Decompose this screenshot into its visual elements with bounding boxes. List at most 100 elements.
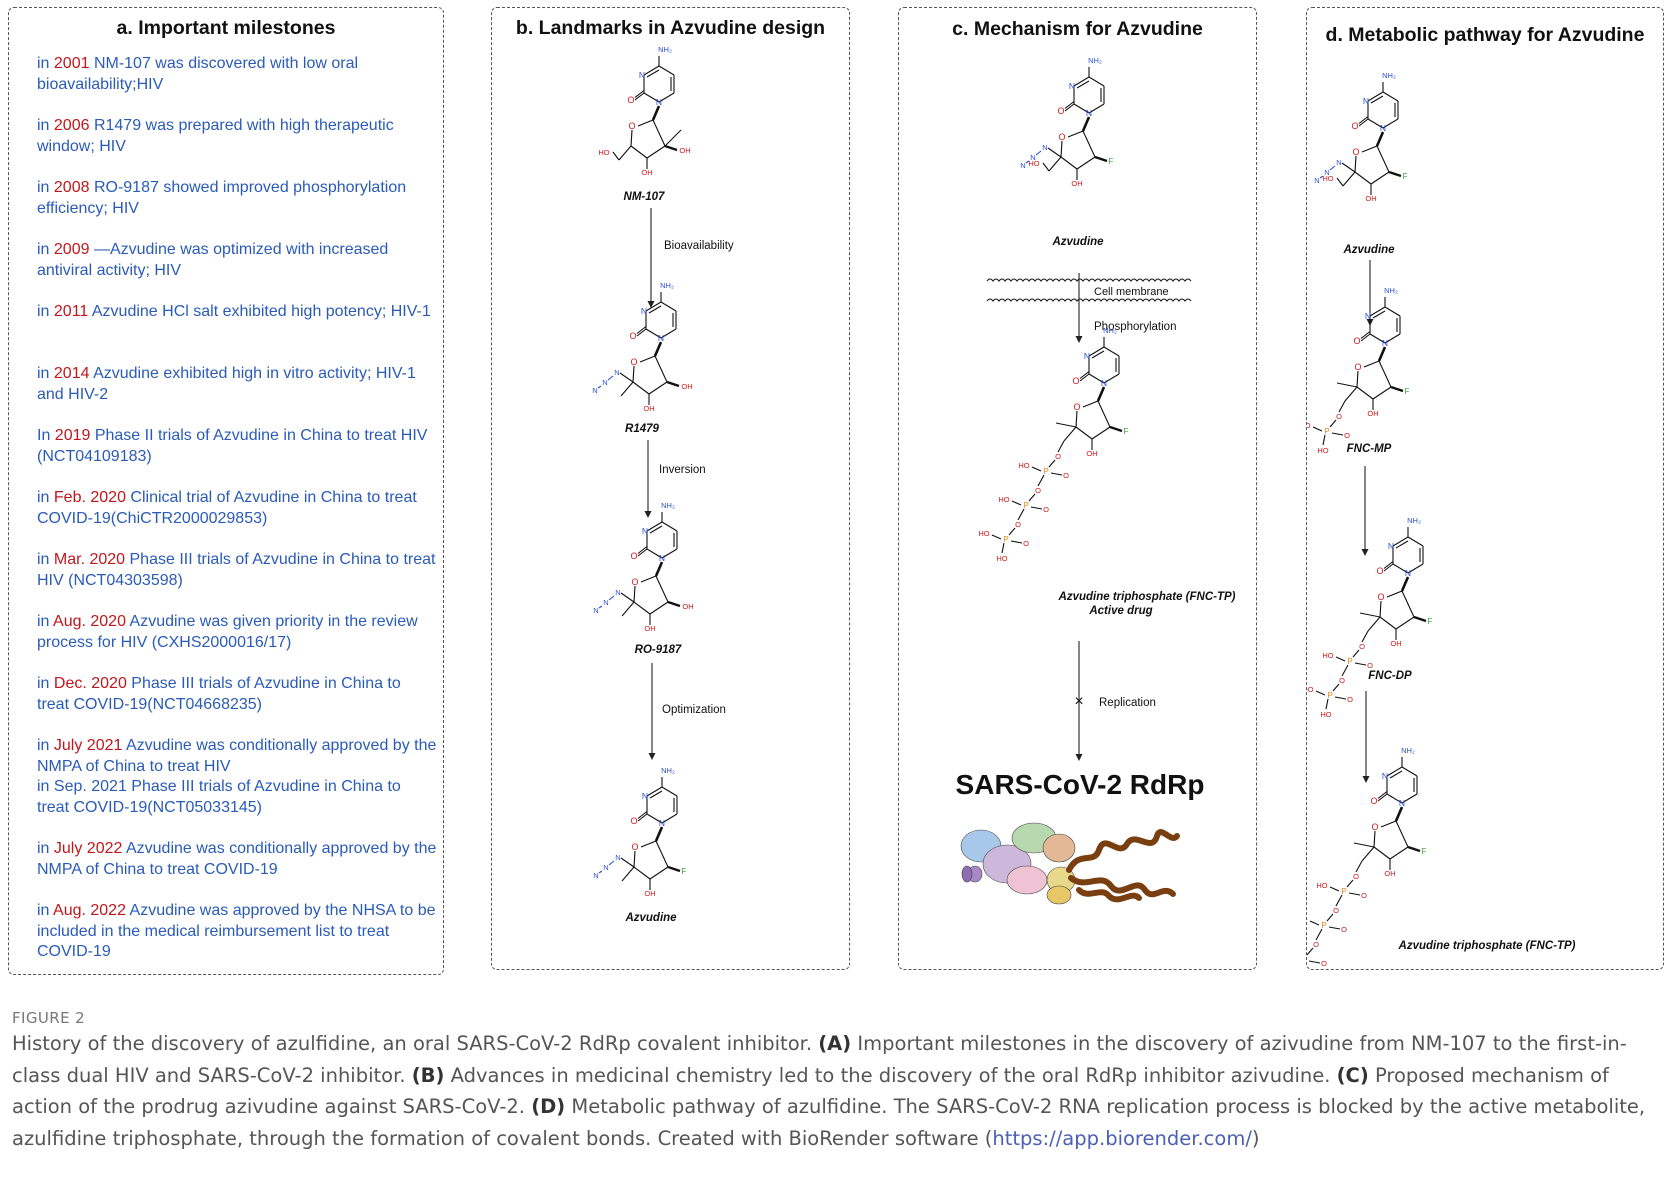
bond [1353, 842, 1375, 848]
bond [1010, 540, 1023, 544]
bond [1386, 793, 1403, 804]
bond [1001, 542, 1005, 554]
atom-label: OH [643, 404, 654, 413]
atom-label: F [1124, 427, 1129, 436]
compound-name: Azvudine triphosphate (FNC-TP) [1398, 940, 1576, 952]
bond [667, 600, 681, 608]
compound-name: NM-107 [624, 191, 666, 203]
bond [1332, 683, 1340, 692]
bond [637, 119, 654, 127]
bond [661, 786, 678, 797]
atom-label: N [602, 378, 607, 387]
milestone-prefix: in [37, 675, 54, 692]
bond [1082, 130, 1096, 158]
bond [1395, 540, 1409, 549]
atom-label: O [631, 842, 638, 852]
bond [646, 813, 663, 824]
bond [1309, 920, 1320, 926]
bond [655, 575, 669, 603]
atom-label: N [593, 871, 598, 880]
caption-label-c: (C) [1336, 1063, 1369, 1087]
milestone-prefix: in [37, 365, 54, 382]
bond [1386, 590, 1403, 598]
atom-label: N [659, 553, 665, 563]
milestone-item: in July 2021 Azvudine was conditionally … [37, 736, 437, 777]
bond [1079, 371, 1090, 379]
bond [632, 381, 650, 395]
bond [1394, 806, 1404, 822]
atom-label: P [1003, 535, 1008, 544]
bond [1073, 76, 1090, 87]
bond [1370, 95, 1384, 104]
atom-label: O [628, 121, 635, 131]
bond [661, 521, 678, 532]
atom-label: F [1403, 172, 1408, 181]
bond [1103, 346, 1120, 357]
atom-label: O [1376, 566, 1383, 576]
atom-label: N [1324, 168, 1329, 177]
bond [598, 605, 603, 609]
bond [1363, 360, 1380, 368]
bond [1031, 466, 1042, 472]
cell-membrane-line [986, 278, 1192, 282]
atom-label: O [1353, 872, 1359, 881]
bond [643, 65, 660, 76]
cell-membrane-line [986, 298, 1192, 302]
bond [612, 151, 620, 161]
atom-label: F [1405, 387, 1410, 396]
atom-label: N [1042, 143, 1047, 152]
milestone-text: Phase III trials of Azvudine in China to… [37, 675, 401, 713]
atom-label: OH [641, 168, 652, 177]
milestone-item: in 2014 Azvudine exhibited high in vitro… [37, 364, 437, 405]
atom-label: O [1370, 796, 1377, 806]
atom-label: P [1043, 467, 1048, 476]
bond [1384, 306, 1401, 317]
atom-label: NH₂ [660, 281, 674, 290]
milestone-year: 2001 [53, 55, 90, 72]
milestone-prefix: in [37, 613, 54, 630]
milestone-prefix: in [37, 489, 54, 506]
atom-label: N [656, 97, 662, 107]
milestone-text: Azvudine was conditionally approved by t… [37, 840, 437, 878]
panel-a-milestones: a. Important milestones in 2001 NM-107 w… [8, 7, 444, 975]
rdrp-domain [961, 865, 973, 883]
bond [1325, 698, 1329, 710]
bond [1064, 101, 1075, 109]
bond [1088, 76, 1105, 87]
bond [1088, 103, 1105, 114]
step-label: Replication [1099, 697, 1156, 709]
bond [1392, 563, 1409, 574]
bond [1088, 346, 1105, 357]
rdrp-domain [1046, 885, 1072, 905]
bond [1315, 928, 1323, 941]
atom-label: O [631, 577, 638, 587]
milestone-text: Clinical trial of Azvudine in China to t… [37, 489, 417, 527]
bond [1329, 886, 1340, 892]
bond [1354, 662, 1367, 666]
atom-label: N [639, 70, 645, 80]
bond [1081, 116, 1091, 132]
arrow-optimization [648, 753, 656, 760]
bond [660, 301, 677, 312]
bond [649, 601, 669, 615]
atom-label: NH₂ [661, 501, 675, 510]
bond [1361, 846, 1375, 862]
milestone-item: in Aug. 2022 Azvudine was approved by th… [37, 901, 437, 963]
milestone-item: in Dec. 2020 Phase III trials of Azvudin… [37, 674, 437, 715]
atom-label: N [615, 588, 620, 597]
atom-label: N [603, 598, 608, 607]
atom-label: O [1344, 431, 1350, 440]
bond [639, 355, 656, 363]
atom-label: N [1101, 378, 1107, 388]
bond [1060, 156, 1078, 170]
bond [658, 92, 675, 103]
step-label: Phosphorylation [1094, 321, 1176, 333]
atom-label: OH [1071, 179, 1082, 188]
panel-d-scheme: ONH₂NNOOHFHONNNAzvudineONH₂NNOOHFOPOHOHO… [1307, 71, 1576, 968]
bond [646, 786, 663, 797]
atom-label: O [1321, 959, 1327, 968]
bond [632, 365, 635, 383]
milestone-item: in July 2022 Azvudine was conditionally … [37, 839, 437, 880]
biorender-link[interactable]: https://app.biorender.com/ [992, 1126, 1252, 1150]
